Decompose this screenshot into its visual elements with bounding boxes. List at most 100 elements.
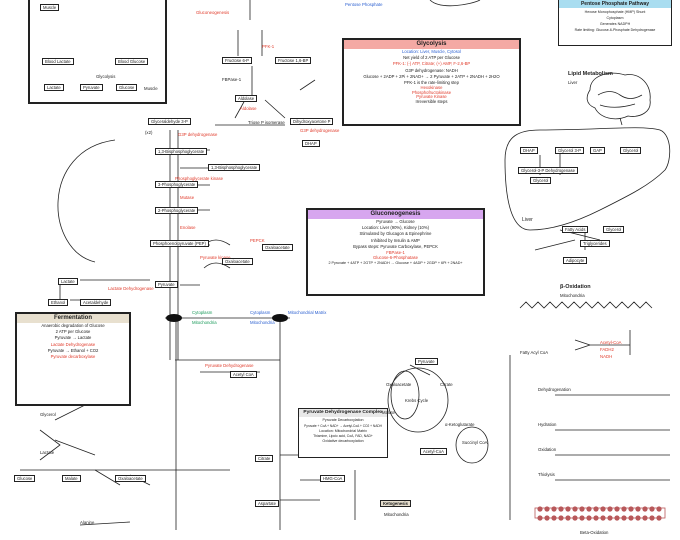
ppp-title: Pentose Phosphate Pathway (559, 0, 671, 8)
misc-oaa-box: Oxaloacetate (115, 475, 146, 482)
fm-line-4: Pyruvate → Ethanol + CO2 (47, 347, 99, 353)
glycolysis-box: Glycolysis Location: Liver, Muscle, Cyto… (342, 38, 521, 126)
tca-krebs: Krebs Cycle (405, 398, 429, 403)
pg3-box: 3-Phosphoglycerate (155, 181, 199, 188)
beta-title: β-Oxidation (560, 284, 591, 290)
beta-step-0: Dehydrogenation (538, 387, 571, 392)
keto-hmg-box: HMG-CoA (320, 475, 346, 482)
lipid-title: Lipid Metabolism (568, 71, 613, 77)
aldolase-label-red: Aldolase (240, 106, 257, 111)
lipid-glycerol2-box: Glycerol (530, 177, 552, 184)
tca-akg: α-Ketoglutarate (445, 422, 475, 427)
tca-pyruvate-box: Pyruvate (415, 358, 438, 365)
g3pdh-label-2: G3P dehydrogenase (178, 132, 218, 137)
ppp-line-1: Cytoplasm (606, 16, 624, 20)
acetaldehyde-box: Acetaldehyde (80, 299, 112, 306)
pgk-label: Phosphoglycerate kinase (175, 176, 224, 181)
gly-line-0: Location: Liver, Muscle, Cytosol (402, 49, 461, 54)
keto-subtitle: Mitochondria (384, 512, 409, 517)
gly-line-1: Net yield of 2 ATP per Glucose (403, 55, 460, 61)
lipid-dhap-box: DHAP (520, 147, 538, 154)
gn-line-6: Glucose-6-Phosphatase (373, 255, 418, 261)
mutase-label: Mutase (180, 195, 195, 200)
lipid-glycerol3-box: Glycerol (603, 226, 625, 233)
tca-succcoa: Succinyl CoA (462, 440, 488, 445)
lipid-enzyme-box: Glycerol-3-P Dehydrogenase (518, 167, 578, 174)
ferment-title: Fermentation (17, 314, 129, 323)
blood-glucose-box: Blood Glucose (115, 58, 149, 65)
membrane-carrier-right (272, 314, 288, 322)
pepck-label: PEPCK (250, 238, 265, 243)
lipid-subtitle: Liver (568, 80, 578, 85)
x2-label-1: (x2) (145, 130, 153, 135)
muscle-label: Muscle (144, 86, 158, 91)
gluconeogenesis-box: Gluconeogenesis Pyruvate → Glucose Locat… (306, 208, 485, 296)
beta-prod-0: Acetyl-CoA (600, 340, 622, 345)
lipid-gap-box: GAP (590, 147, 605, 154)
bpg13-box: 1,3-Bisphosphoglycerate (155, 148, 208, 155)
g3p-box: Glyceraldehyde 3-P (148, 118, 191, 125)
fructose16bp-box: Fructose 1,6-BP (275, 57, 312, 64)
pfk-label: PFK-1 (262, 44, 275, 49)
gn-line-2: Stimulated by Glucagon & Epinephrine (359, 231, 432, 237)
beta-acyl: Fatty Acyl CoA (520, 350, 549, 355)
cori-cycle-panel: Muscle Blood Lactate Blood Glucose Lacta… (28, 0, 167, 104)
misc-malate-box: Malate (62, 475, 81, 482)
ppp-line-3: Rate limiting: Glucose-6-Phosphate Dehyd… (574, 28, 656, 32)
glycolysis-title: Glycolysis (344, 40, 519, 49)
blood-lactate-box: Blood Lactate (42, 58, 74, 65)
pep-box: Phosphoenolpyruvate (PEP) (150, 240, 209, 247)
pdh-line-2: Location: Mitochondrial Matrix (319, 429, 367, 433)
gly-line-5: PFK-1 is the rate-limiting step (404, 80, 459, 86)
enolase-label: Enolase (180, 225, 196, 230)
cytoplasm-label: Cytoplasm (192, 310, 213, 315)
gn-line-0: Pyruvate → Glucose (376, 219, 415, 224)
lipid-tg-box: Triglycerides (580, 240, 610, 247)
top-ppp-label: Pentose Phosphate (345, 2, 383, 7)
tca-malate: Malate (382, 410, 395, 415)
top-gluconeogenesis-label: Gluconeogenesis (196, 10, 230, 15)
beta-prod-2: NADH (600, 354, 613, 359)
gly-line-2: PFK-1: (-) ATP, Citrate; (+) AMP, F-2,6-… (392, 61, 471, 67)
misc-lactate: Lactate (40, 450, 55, 455)
mitochondria-label: Mitochondria (192, 320, 217, 325)
matrix-label: Mitochondrial Matrix (288, 310, 327, 315)
muscle-box: Muscle (40, 4, 60, 11)
dhap-right-box: DHAP (302, 140, 320, 147)
ppp-box: Pentose Phosphate Pathway Hexose Monopho… (558, 0, 672, 46)
lactate-box: Lactate (44, 84, 64, 91)
g3pdh-label: G3P dehydrogenase (300, 128, 340, 133)
bpg23-box: 1,3-Bisphosphoglycerate (208, 164, 261, 171)
keto-title-box: Ketogenesis (380, 500, 411, 507)
membrane-carrier-left (166, 314, 182, 322)
pdh-line-0: Pyruvate Decarboxylation (322, 418, 364, 422)
dhap-box: Dihydroxyacetone P (290, 118, 334, 125)
mitochondria-label-2: Mitochondria (250, 320, 275, 325)
pdh-line-4: Oxidative decarboxylation (322, 439, 364, 443)
misc-citrate-box: Citrate (255, 455, 274, 462)
membrane-bilayer (534, 506, 666, 521)
gluconeo-title: Gluconeogenesis (308, 210, 483, 219)
pdh-line-1: Pyruvate + CoA + NAD+ → Acetyl-CoA + CO2… (304, 424, 382, 428)
fermentation-box: Fermentation Anaerobic degradation of Gl… (15, 312, 131, 406)
beta-subtitle: Mitochondria (560, 293, 585, 298)
gly-line-4: Glucose + 2ADP + 2Pi + 2NAD+ → 2 Pyruvat… (363, 73, 500, 79)
pdh-title: Pyruvate Dehydrogenase Complex (299, 409, 387, 417)
gly-line-3: G3P dehydrogenase: NADH (405, 67, 458, 73)
acetyl-coa-box: Acetyl CoA (230, 371, 257, 378)
fm-line-5: Pyruvate decarboxylase (50, 354, 96, 360)
lipid-glycerol-box: Glycerol (620, 147, 642, 154)
gn-line-3: Inhibited by Insulin & AMP (371, 237, 420, 243)
fbpase-label: FBPase-1 (222, 77, 242, 82)
tpi-label: Triose P isomerase (248, 120, 285, 125)
pyruvate-main-box: Pyruvate (155, 281, 178, 288)
fm-line-2: Pyruvate → Lactate (54, 335, 92, 341)
gly-line-6: Hexokinase (420, 85, 443, 91)
fructose6p-box: Fructose 6-P (222, 57, 252, 64)
pdh-line-3: Thiamine, Lipoic acid, CoA, FAD, NAD+ (313, 434, 373, 438)
beta-step-3: Thiolysis (538, 472, 555, 477)
gly-line-8: Pyruvate Kinase (416, 94, 447, 100)
lipid-glycerol3p-box: Glycerol 3-P (555, 147, 585, 154)
glucose-box: Glucose (116, 84, 138, 91)
pyruvate-box: Pyruvate (80, 84, 103, 91)
